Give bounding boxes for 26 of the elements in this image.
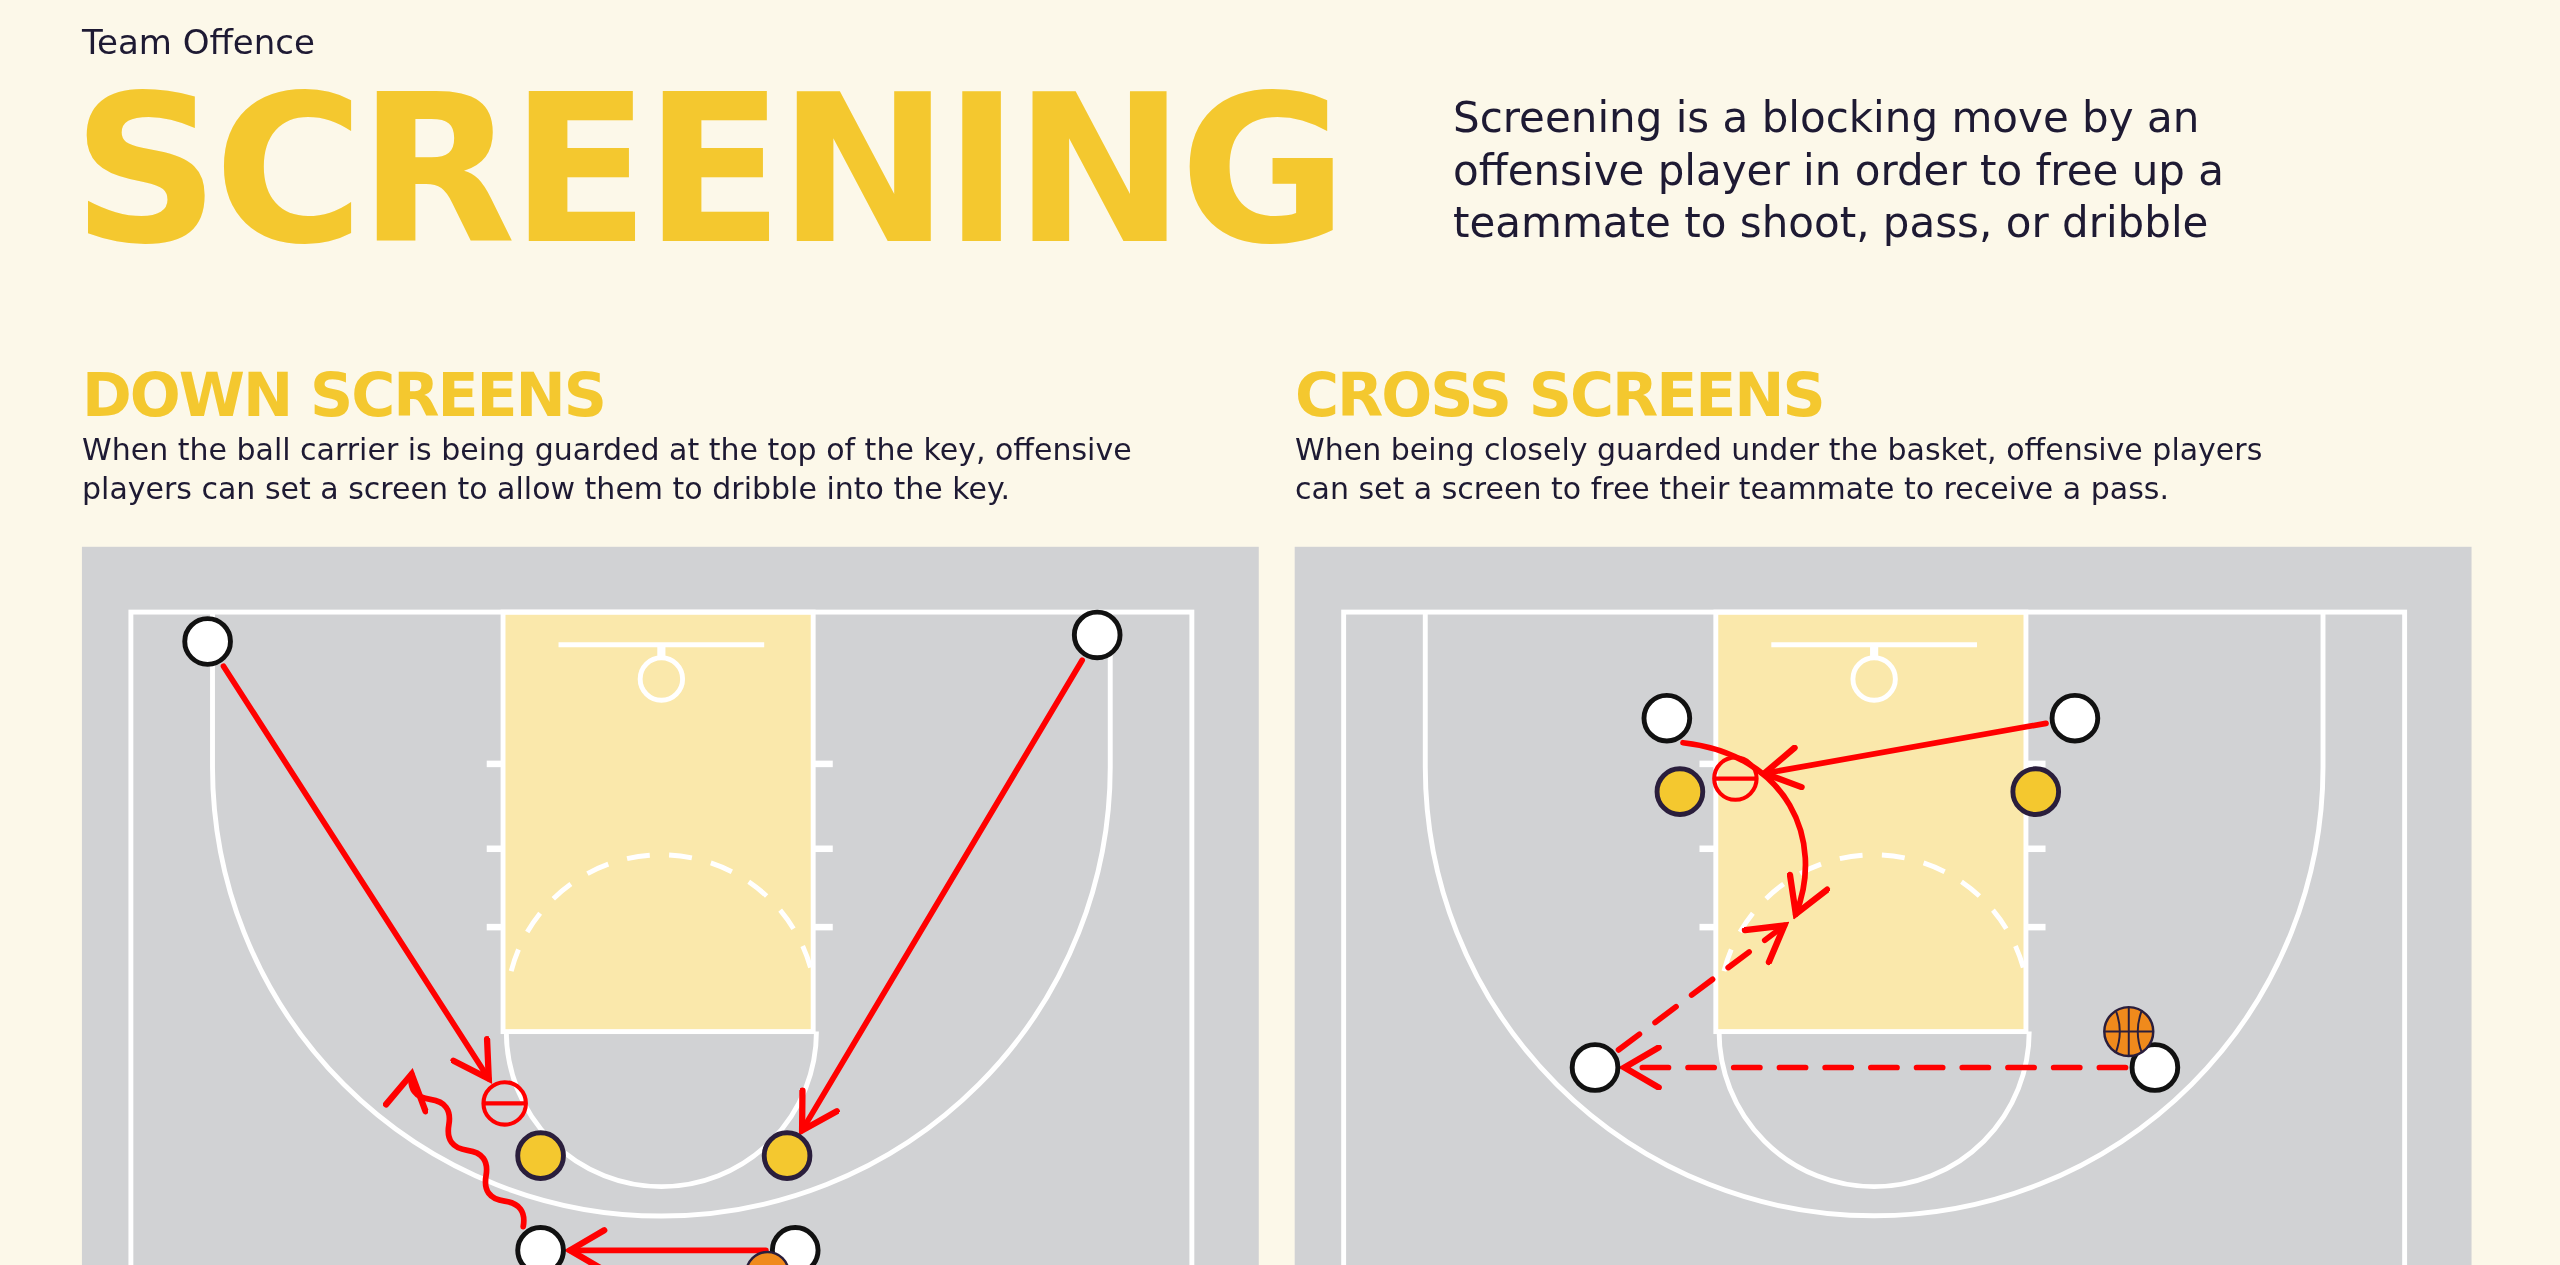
section-heading: CROSS SCREENS	[1295, 362, 1824, 428]
movement-arrow	[566, 1227, 769, 1265]
pass-arrow	[1621, 1044, 2129, 1091]
movement-arrow	[798, 657, 1085, 1134]
offensive-player-marker	[515, 1225, 566, 1265]
defender-marker	[761, 1130, 813, 1181]
offensive-player-marker	[769, 1225, 821, 1265]
intro-text: Screening is a blocking move by an offensive player in order to free up a teammate to shoot, pass, or dribble	[1453, 92, 2226, 249]
movement-arrow	[1680, 739, 1829, 918]
movement-arrow	[384, 1070, 527, 1230]
category-label: Team Offence	[82, 22, 315, 63]
section-description: When being closely guarded under the basket, offensive players can set a screen to free their teammate to receive a pass.	[1295, 431, 2264, 508]
pass-arrow	[1615, 922, 1788, 1053]
section-heading: DOWN SCREENS	[82, 362, 605, 428]
movement-arrow	[1761, 720, 2049, 791]
defender-marker	[1654, 766, 1706, 817]
offensive-player-marker	[1569, 1042, 1621, 1093]
offensive-player-marker	[1641, 692, 1693, 744]
screen-marker	[1712, 755, 1759, 802]
offensive-player-marker	[1071, 609, 1123, 661]
offensive-player-marker	[2049, 692, 2101, 744]
page-title: SCREENING	[72, 68, 1342, 273]
movement-arrow	[220, 663, 492, 1082]
screen-marker	[481, 1080, 528, 1127]
offensive-player-marker	[2129, 1042, 2181, 1093]
section-description: When the ball carrier is being guarded at the top of the key, offensive players can set a screen to allow them to dribble into the key.	[82, 431, 1133, 508]
